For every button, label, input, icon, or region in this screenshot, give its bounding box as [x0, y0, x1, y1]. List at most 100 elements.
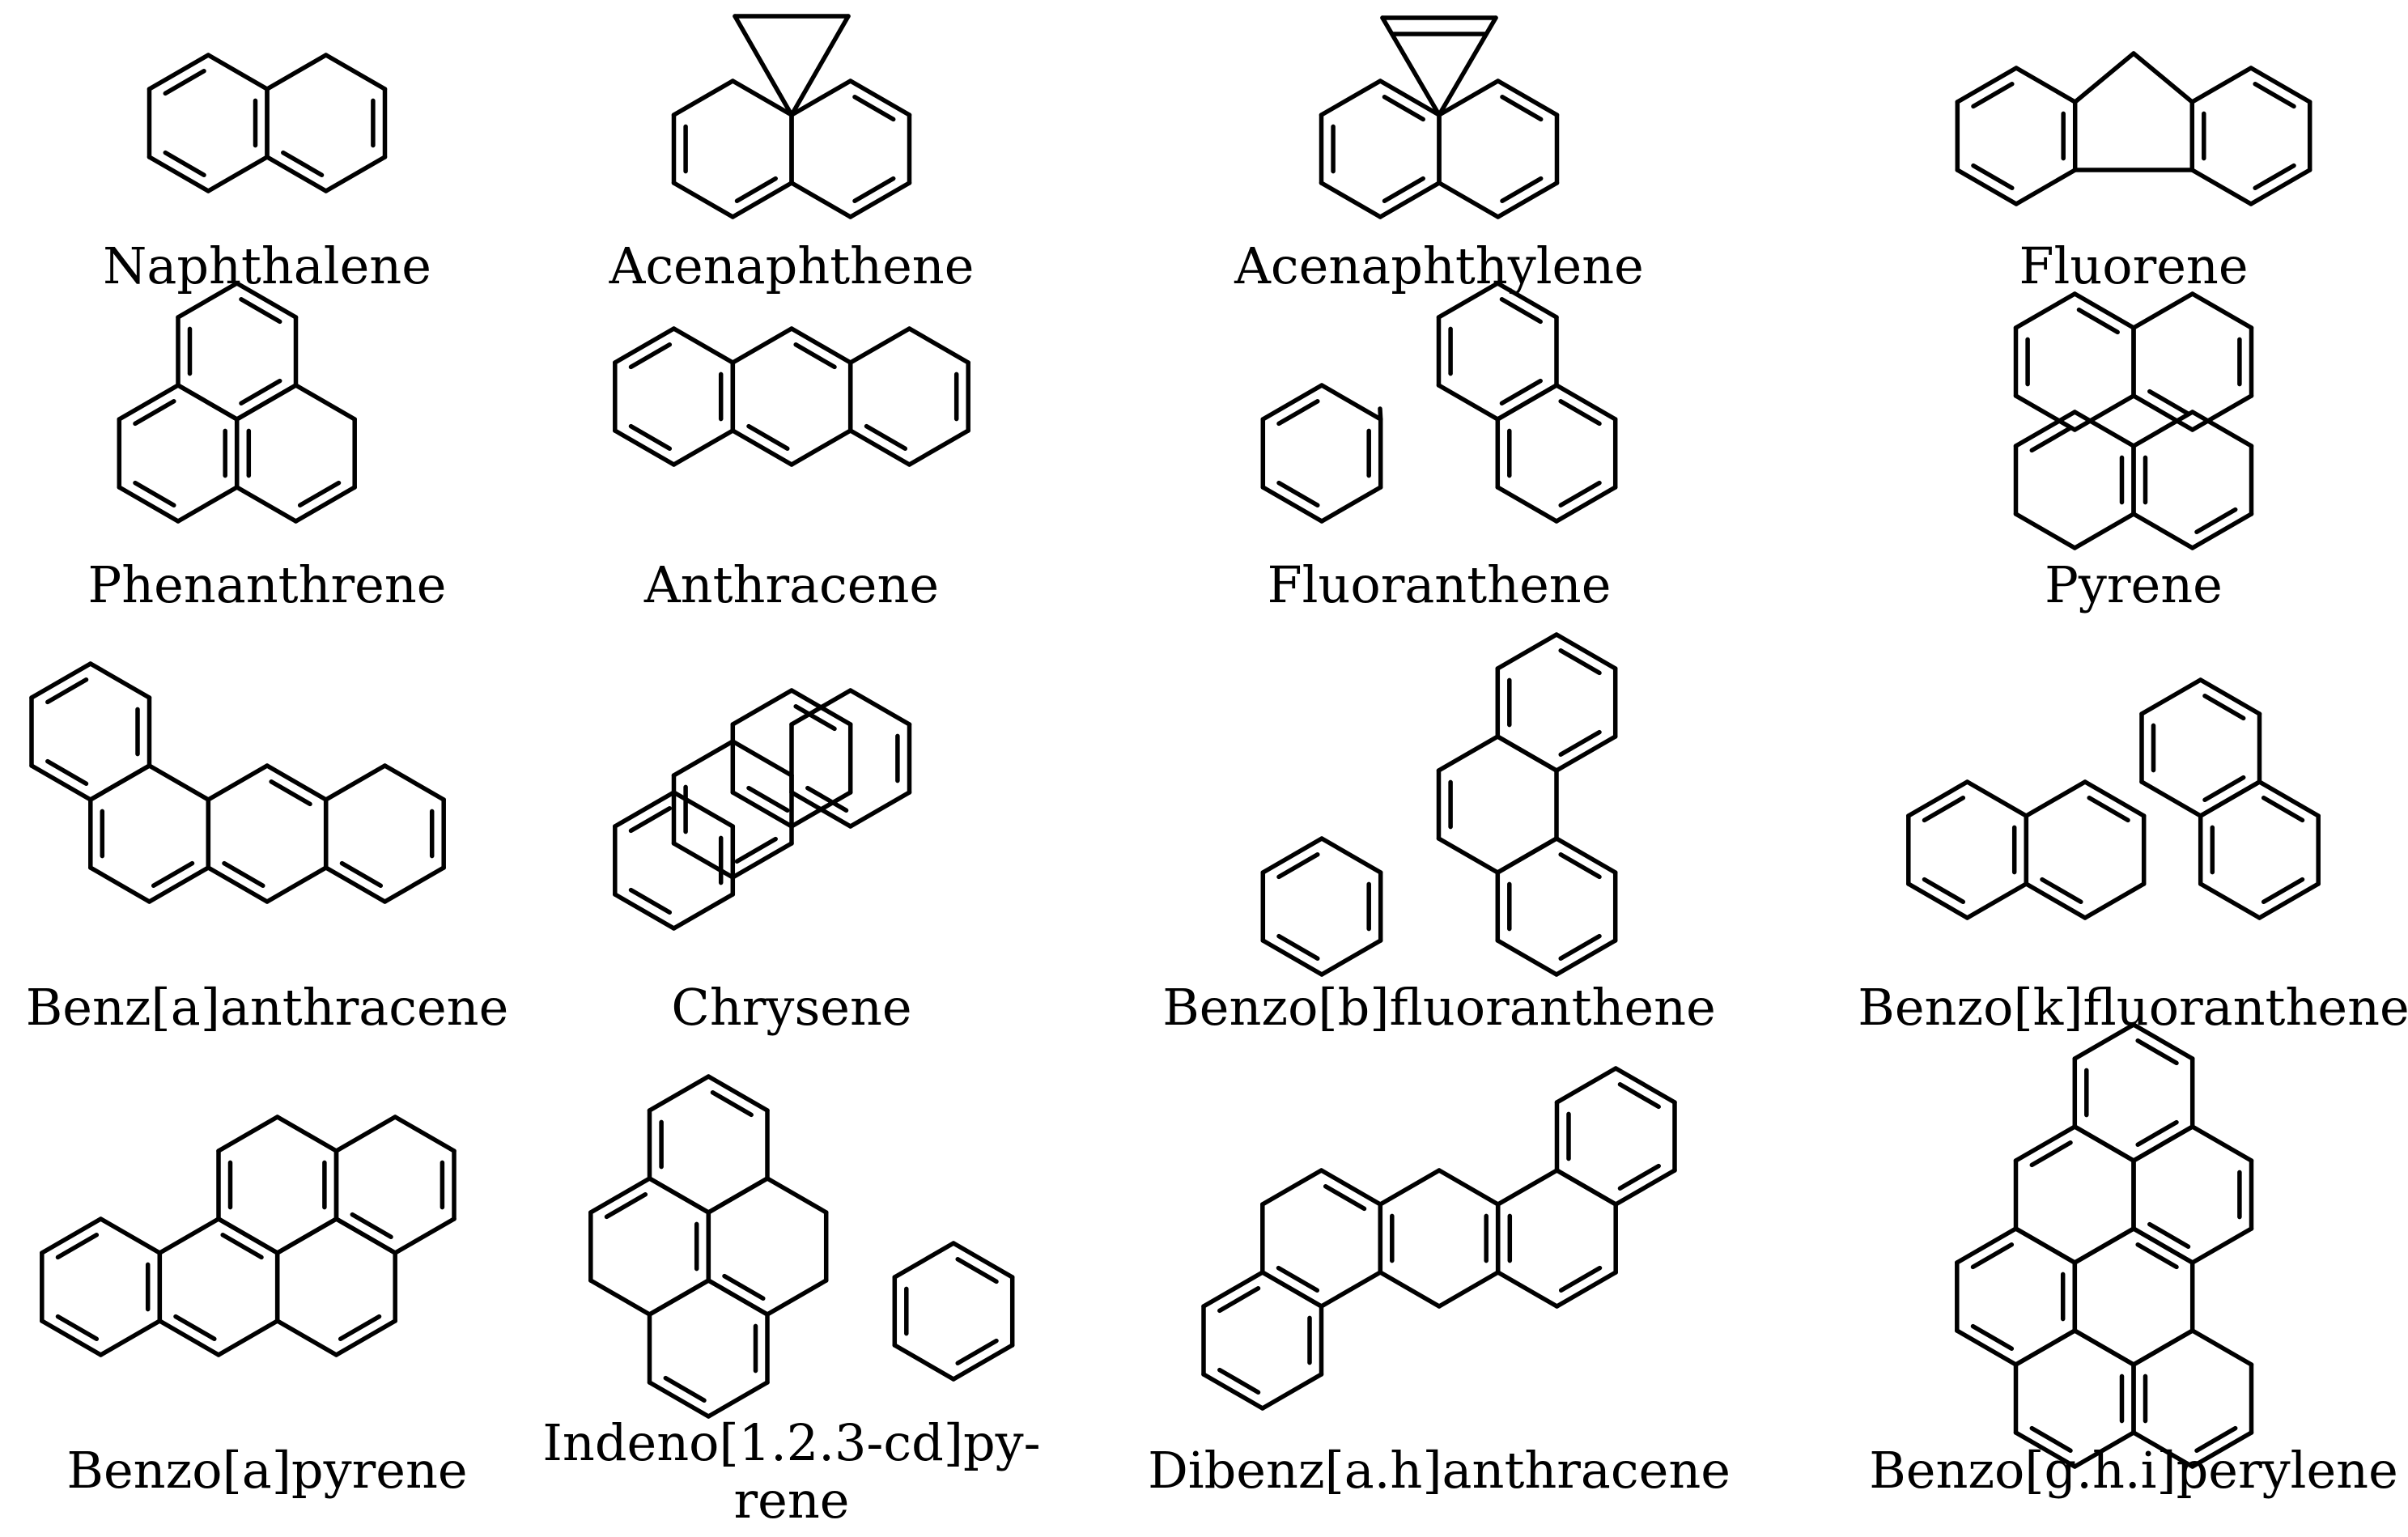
bond-line-340	[173, 1314, 217, 1341]
bond-line-443	[1617, 1082, 1661, 1110]
bond-line-339	[220, 1233, 264, 1260]
bond-line-153	[1499, 297, 1543, 325]
bond-line-147	[1495, 281, 1559, 320]
bond-line-27	[847, 180, 912, 219]
bond-line-380	[765, 1176, 829, 1215]
bond-line-469	[2147, 1221, 2191, 1249]
bond-line-291	[1964, 881, 2029, 920]
compound-label-benzo-ghi-perylene: Benzo[g.h.i]perylene	[1869, 1441, 2398, 1500]
bond-line-129	[1319, 383, 1383, 422]
bond-line-422	[1554, 1270, 1618, 1309]
bond-line-173	[2072, 410, 2136, 448]
bond-line-327	[40, 1318, 104, 1357]
bond-line-446	[2131, 1022, 2195, 1061]
bond-line-417	[1378, 1168, 1442, 1207]
bond-line-349	[393, 1115, 457, 1153]
bond-line-263	[1276, 852, 1320, 880]
bond-line-287	[1558, 729, 1602, 757]
bond-line-168	[2131, 393, 2195, 432]
bond-line-479	[2131, 1226, 2195, 1265]
compound-label-naphthalene: Naphthalene	[103, 236, 431, 295]
bond-line-426	[1558, 1265, 1603, 1293]
bond-line-76	[2131, 51, 2195, 104]
bond-line-489	[2131, 1430, 2195, 1469]
bond-line-318	[2139, 779, 2203, 818]
bond-line-163	[2076, 308, 2120, 335]
bond-line-162	[2013, 291, 2078, 330]
bond-line-30	[789, 79, 853, 117]
bond-line-60	[1955, 168, 2019, 206]
bond-line-100	[176, 281, 240, 320]
bond-line-378	[710, 1090, 754, 1118]
bond-line-98	[176, 383, 240, 422]
bond-line-19	[730, 180, 794, 219]
bond-line-205	[382, 763, 446, 802]
bond-line-406	[1319, 1270, 1383, 1309]
bond-line-14	[265, 53, 329, 91]
bond-line-199	[265, 865, 329, 904]
bond-line-375	[647, 1176, 711, 1215]
bond-line-346	[216, 1115, 280, 1153]
bond-line-152	[1436, 281, 1501, 320]
bond-line-20	[671, 180, 736, 219]
bond-line-11	[323, 155, 388, 193]
bond-line-112	[628, 342, 673, 370]
bond-line-315	[2198, 677, 2262, 716]
bond-line-501	[2029, 1425, 2073, 1453]
bond-line-150	[1436, 383, 1501, 422]
bond-line-5	[147, 53, 211, 91]
bond-line-116	[730, 428, 794, 467]
bond-line-475	[1955, 1226, 2019, 1265]
bond-line-312	[2261, 796, 2305, 823]
bond-line-428	[1260, 1270, 1324, 1309]
bond-line-255	[1319, 836, 1383, 875]
bond-line-360	[274, 1318, 339, 1357]
bond-line-119	[793, 342, 837, 370]
bond-line-131	[1319, 485, 1383, 524]
bond-line-437	[1613, 1066, 1677, 1105]
bond-line-264	[1554, 836, 1618, 875]
bond-line-423	[1495, 1270, 1560, 1309]
bond-line-90	[234, 485, 299, 524]
bond-line-43	[1382, 176, 1425, 203]
bond-line-300	[2083, 881, 2147, 920]
bond-line-189	[147, 763, 211, 802]
bond-line-387	[706, 1278, 770, 1317]
bond-line-386	[722, 1273, 766, 1301]
bond-line-73	[2253, 163, 2296, 190]
bond-line-439	[1613, 1168, 1677, 1207]
bond-line-262	[1276, 933, 1320, 961]
bond-line-202	[206, 763, 270, 802]
bond-line-357	[333, 1216, 397, 1255]
bond-line-362	[274, 1216, 339, 1255]
bond-line-3	[147, 155, 211, 193]
bond-line-95	[234, 281, 299, 320]
bond-line-436	[1217, 1286, 1261, 1314]
bond-line-7	[163, 150, 206, 177]
compound-label-dibenz-ah-anthracene: Dibenz[a.h]anthracene	[1148, 1441, 1731, 1500]
bond-line-372	[706, 1074, 770, 1113]
compound-label-acenaphthylene: Acenaphthylene	[1234, 236, 1644, 295]
bond-line-395	[951, 1241, 1015, 1280]
compound-label-pyrene: Pyrene	[2045, 555, 2223, 614]
bond-line-134	[1260, 383, 1324, 422]
bond-line-140	[1554, 485, 1618, 524]
bond-line-470	[2013, 1226, 2078, 1265]
compound-label-anthracene: Anthracene	[643, 555, 940, 614]
bond-line-62	[1955, 66, 2019, 104]
bond-line-229	[628, 887, 673, 915]
bond-line-69	[2189, 168, 2253, 206]
bond-line-2	[206, 155, 270, 193]
bond-line-87	[293, 383, 357, 422]
bond-line-414	[1437, 1270, 1501, 1309]
bond-line-282	[1554, 734, 1618, 773]
bond-line-81	[117, 485, 180, 524]
bond-line-246	[746, 785, 790, 813]
bond-line-283	[1495, 734, 1559, 773]
bond-line-485	[2135, 1242, 2179, 1270]
bond-line-157	[2072, 291, 2136, 330]
bond-line-452	[2135, 1038, 2179, 1066]
bond-line-72	[2253, 82, 2296, 109]
bond-line-249	[847, 790, 912, 829]
